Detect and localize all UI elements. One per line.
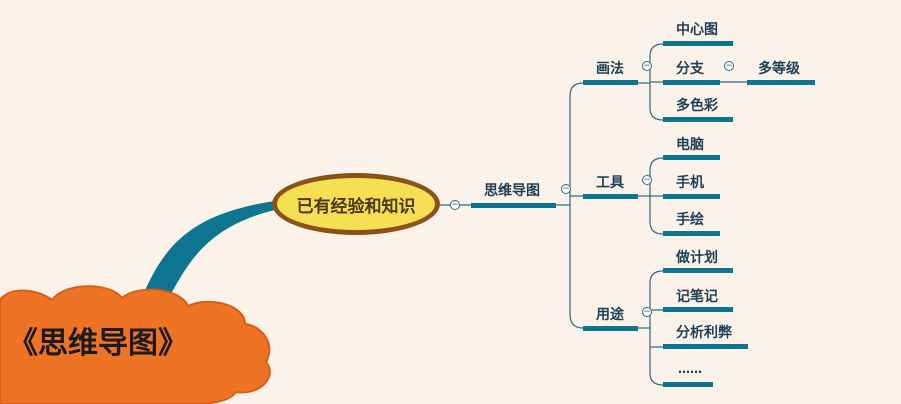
branch-label-tools[interactable]: 工具 (596, 175, 624, 191)
main-branch-underline (471, 203, 556, 208)
leaf-label-branches[interactable]: 分支 (676, 61, 704, 77)
branch-underline-drawing (583, 80, 638, 85)
trunk-branch (138, 201, 275, 310)
leaf-label-plan[interactable]: 做计划 (676, 250, 718, 266)
leaf-label-analysis[interactable]: 分析利弊 (676, 325, 732, 341)
main-branch-label[interactable]: 思维导图 (484, 183, 540, 199)
leaf-label-phone[interactable]: 手机 (676, 175, 704, 191)
leaf-underline-analysis (663, 344, 748, 349)
branch-label-uses[interactable]: 用途 (596, 307, 624, 323)
cloud-root-shape (0, 285, 271, 404)
collapse-toggle-main[interactable]: − (561, 184, 571, 194)
collapse-toggle-tools[interactable]: − (642, 175, 652, 185)
leaf-underline-computer (663, 155, 720, 160)
collapse-toggle-uses[interactable]: − (642, 307, 652, 317)
leaf-label-computer[interactable]: 电脑 (676, 137, 704, 153)
leaf-underline-etc (663, 382, 713, 387)
leaf-underline-phone (663, 194, 720, 199)
root-topic[interactable]: 《思维导图》 (8, 326, 188, 361)
collapse-toggle-center[interactable]: − (450, 200, 460, 210)
leaf-underline-branches (663, 80, 720, 85)
branch-label-drawing[interactable]: 画法 (596, 61, 624, 77)
leaf-label-etc[interactable]: …… (678, 362, 702, 376)
branch-underline-tools (583, 194, 638, 199)
center-topic[interactable]: 已有经验和知识 (272, 173, 440, 235)
leaf-underline-hand-drawn (663, 231, 720, 236)
leaf-label-multi-level[interactable]: 多等级 (758, 61, 800, 77)
leaf-label-center-image[interactable]: 中心图 (676, 22, 718, 38)
leaf-underline-multi-level (747, 80, 815, 85)
spine-level1 (569, 82, 584, 329)
collapse-toggle-branches[interactable]: − (724, 61, 734, 71)
leaf-label-notes[interactable]: 记笔记 (676, 289, 718, 305)
leaf-label-multi-color[interactable]: 多色彩 (676, 98, 718, 114)
leaf-underline-center-image (663, 41, 733, 46)
leaf-underline-plan (663, 268, 733, 273)
leaf-underline-multi-color (663, 117, 733, 122)
branch-underline-uses (583, 326, 638, 331)
collapse-toggle-drawing[interactable]: − (642, 61, 652, 71)
branch-3-spine (649, 270, 664, 386)
leaf-underline-notes (663, 307, 733, 312)
leaf-label-hand-drawn[interactable]: 手绘 (676, 212, 704, 228)
